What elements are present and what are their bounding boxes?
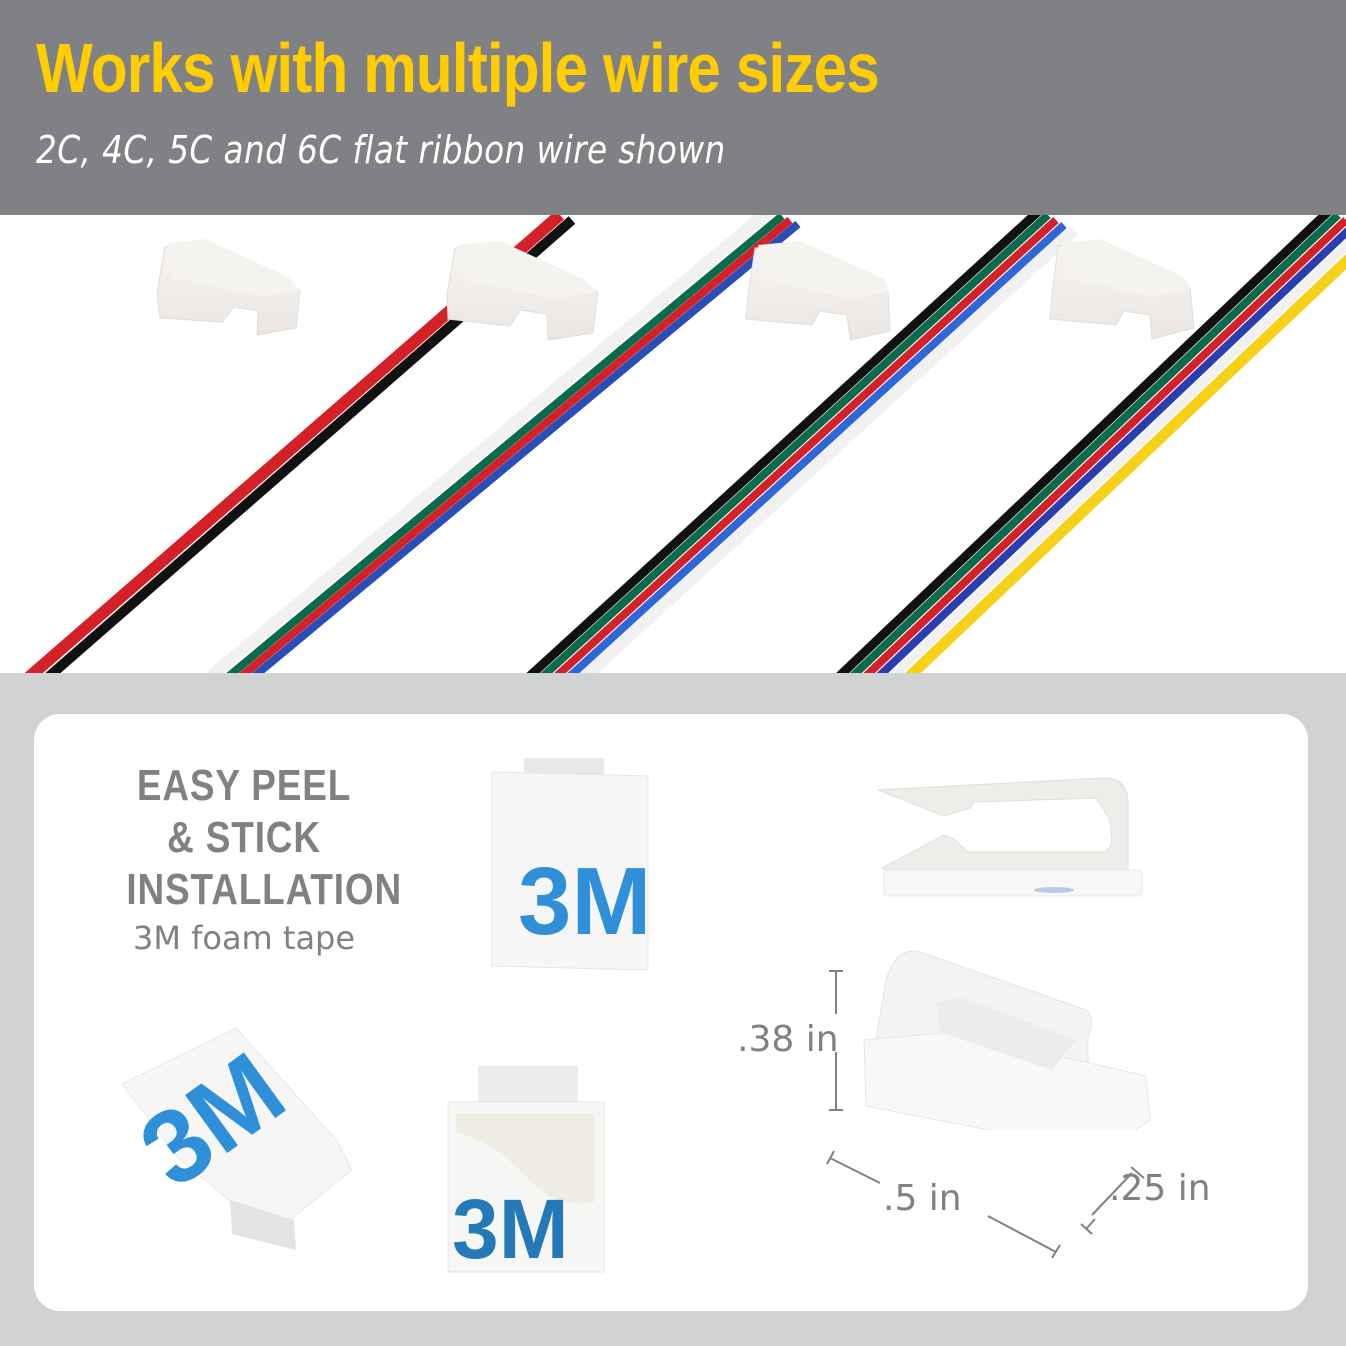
feature-subtext: 3M foam tape [132,919,356,957]
wire-4c [205,215,801,673]
wire-photo-panel [0,215,1346,673]
3m-logo-text: 3M [518,848,651,955]
header-banner: Works with multiple wire sizes 2C, 4C, 5… [0,0,1346,215]
dimension-height-label: .38 in [737,1019,839,1060]
wire-clip-2 [446,241,599,341]
subheadline: 2C, 4C, 5C and 6C flat ribbon wire shown [36,128,726,172]
svg-text:3M: 3M [452,1182,569,1276]
wire-clip-3 [745,241,891,341]
tape-clip-back-image: 3M [484,754,664,984]
feature-line-3: INSTALLATION [126,865,403,914]
wire-clip-1 [156,239,301,336]
feature-callout: EASY PEEL & STICK INSTALLATION 3M foam t… [104,760,403,958]
tape-clip-peeling-image: 3M [444,1062,614,1282]
installation-card: EASY PEEL & STICK INSTALLATION 3M foam t… [34,714,1308,1311]
wire-clip-4 [1049,239,1195,340]
tape-clip-tilted-image: 3M [120,1024,380,1254]
wire-6c [836,215,1346,673]
feature-line-1: EASY PEEL [136,761,352,810]
wire-5c [526,215,1079,673]
headline: Works with multiple wire sizes [36,29,880,107]
feature-line-2: & STICK [167,813,321,862]
dimension-length-label: .5 in [883,1178,962,1219]
clip-dimension-image [856,940,1176,1130]
clip-side-profile-image [874,760,1164,900]
dimension-width-label: .25 in [1109,1168,1211,1209]
dimension-lines [34,714,1308,1311]
installation-section: EASY PEEL & STICK INSTALLATION 3M foam t… [0,673,1346,1346]
